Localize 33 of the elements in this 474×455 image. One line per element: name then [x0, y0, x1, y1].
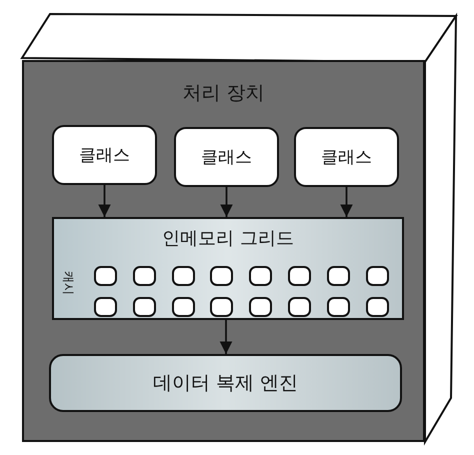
arrow	[220, 187, 233, 217]
cache-slot	[132, 266, 156, 286]
cache-slot	[288, 266, 311, 286]
cache-slot	[366, 266, 389, 286]
class-box	[294, 127, 399, 187]
cache-slot	[249, 266, 272, 286]
class-label: 클래스	[320, 146, 373, 168]
arrow	[220, 320, 232, 354]
cache-slot	[132, 297, 156, 317]
cache-slot	[172, 297, 195, 317]
arrow	[98, 185, 111, 217]
cache-slot	[249, 297, 272, 317]
cache-slot	[210, 266, 234, 286]
cache-label: 캐시	[60, 271, 76, 295]
cache-slot	[94, 266, 117, 286]
cache-slot	[94, 297, 117, 317]
class-label: 클래스	[200, 146, 253, 168]
cache-slot	[326, 266, 350, 286]
cache-slot	[288, 297, 311, 317]
class-box	[174, 127, 279, 187]
replication-engine-box	[49, 354, 402, 412]
engine-label: 데이터 복제 엔진	[152, 371, 300, 396]
memory-grid-panel	[52, 217, 404, 320]
arrow	[340, 187, 353, 217]
grid-title: 인메모리 그리드	[161, 227, 295, 250]
class-box	[52, 125, 157, 185]
class-label: 클래스	[78, 144, 131, 166]
cache-slot	[326, 297, 350, 317]
processing-unit-panel	[22, 60, 425, 442]
cache-slot	[210, 297, 234, 317]
unit-title: 처리 장치	[181, 81, 266, 106]
cache-slot	[172, 266, 195, 286]
cache-slot	[366, 297, 389, 317]
